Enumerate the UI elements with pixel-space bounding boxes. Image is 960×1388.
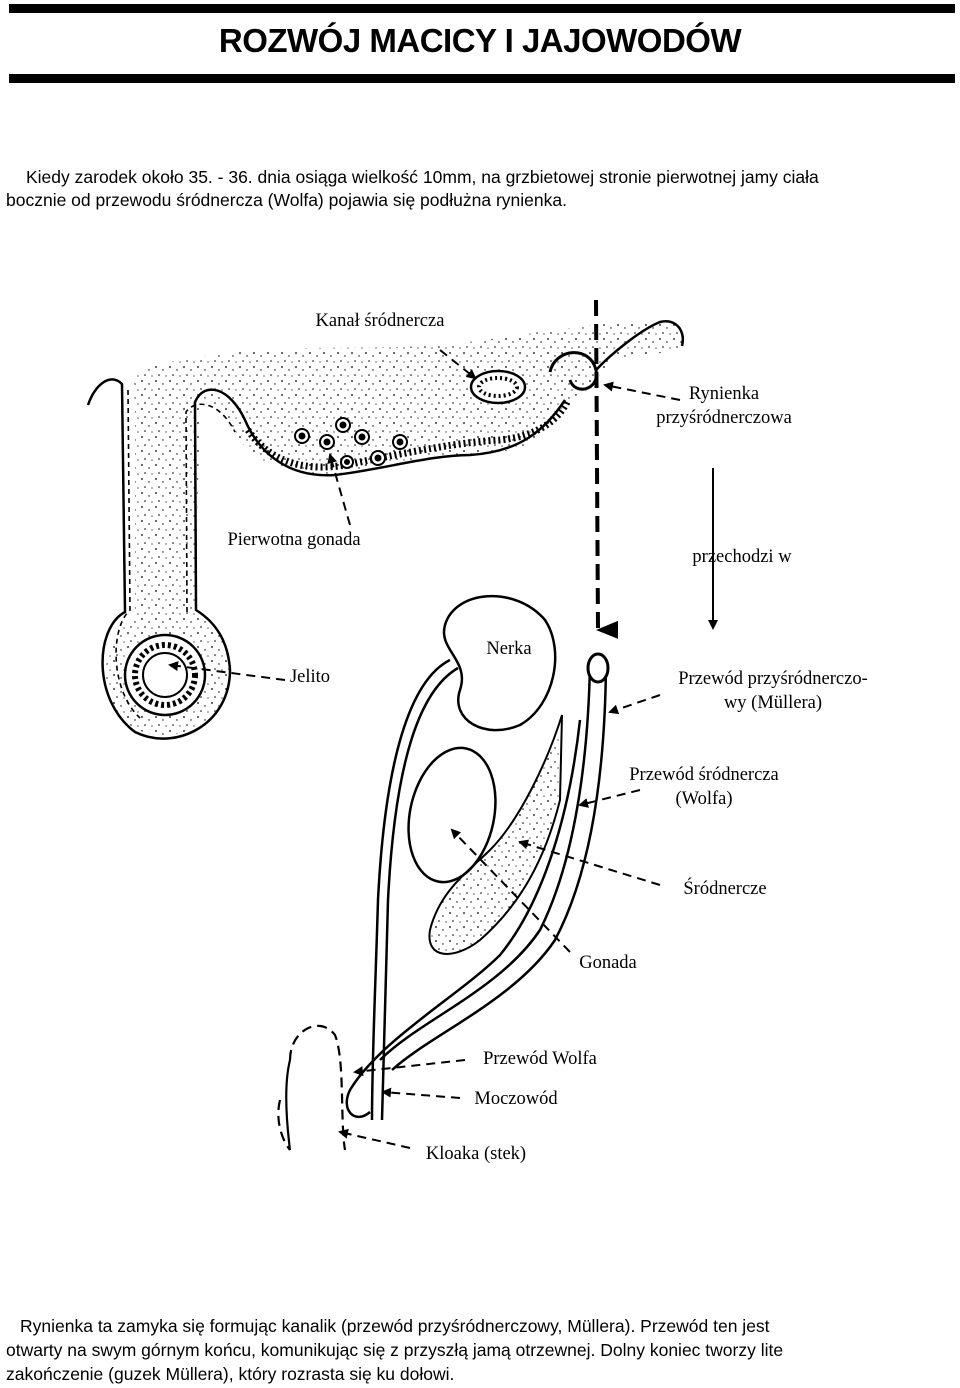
- gonad-shape: [407, 746, 497, 884]
- process-arrows: [594, 299, 718, 639]
- label-mullera-1: Przewód przyśródnerczo-: [678, 669, 868, 689]
- mesonephros-shape: [428, 714, 563, 955]
- leader-lines: [168, 349, 681, 1149]
- arrow-moczowod: [381, 1087, 461, 1099]
- top-rule: [9, 4, 955, 13]
- kidney-shape: [442, 595, 557, 732]
- arrow-kanal: [439, 349, 477, 380]
- arrow-mullera: [608, 694, 661, 715]
- page-title: ROZWÓJ MACICY I JAJOWODÓW: [218, 22, 742, 59]
- mullerian-opening: [586, 652, 610, 684]
- label-rynienka-1: Rynienka: [689, 384, 759, 404]
- coelomic-epithelium: [245, 398, 572, 471]
- arrow-przewod-wolfa: [353, 1059, 466, 1077]
- mesentery-outline: [86, 378, 567, 740]
- label-moczowod: Moczowód: [474, 1089, 558, 1109]
- arrow-kloaka: [338, 1128, 411, 1149]
- bottom-rule: [9, 74, 955, 83]
- arrow-rynienka: [603, 381, 681, 401]
- intro-paragraph: Kiedy zarodek około 35. - 36. dnia osiąg…: [6, 166, 954, 212]
- label-jelito: Jelito: [290, 667, 330, 687]
- outro-line-1: Rynienka ta zamyka się formując kanalik …: [20, 1316, 770, 1336]
- label-wolfa-1: Przewód śródnercza: [629, 765, 778, 785]
- right-body-wall: [595, 319, 685, 371]
- arrow-wolfa: [578, 789, 641, 808]
- arrow-jelito: [168, 661, 286, 681]
- gut-tube: [123, 633, 207, 717]
- label-przechodzi: przechodzi w: [692, 547, 792, 567]
- outro-paragraph: Rynienka ta zamyka się formując kanalik …: [6, 1314, 954, 1386]
- mesonephric-duct-section: [469, 369, 527, 405]
- label-nerka: Nerka: [486, 639, 531, 659]
- mullerian-duct-line: [379, 664, 592, 1061]
- label-pierwotna-gonada: Pierwotna gonada: [227, 530, 360, 550]
- outro-line-2: otwarty na swym górnym końcu, komunikują…: [6, 1340, 784, 1360]
- label-mullera-2: wy (Müllera): [724, 693, 822, 713]
- intro-line-2: bocznie od przewodu śródnercza (Wolfa) p…: [6, 190, 567, 210]
- mullerian-duct-line-2: [391, 664, 608, 1071]
- label-wolfa-2: (Wolfa): [675, 789, 732, 809]
- cloaca-shape: [277, 1024, 347, 1151]
- germ-cells: [294, 417, 408, 469]
- big-dashed-arrow: [594, 299, 619, 639]
- ureter-line: [370, 658, 451, 1121]
- ureter-line-2: [380, 666, 459, 1121]
- label-kloaka: Kloaka (stek): [426, 1144, 526, 1164]
- label-srodnercze: Śródnercze: [683, 877, 766, 899]
- intro-line-1: Kiedy zarodek około 35. - 36. dnia osiąg…: [26, 167, 819, 187]
- label-rynienka-2: przyśródnerczowa: [656, 408, 792, 428]
- label-przewod-wolfa: Przewód Wolfa: [483, 1049, 597, 1069]
- cloaca-outline: [285, 1059, 292, 1151]
- arrow-gonada-pierwotna: [327, 453, 351, 526]
- label-gonada: Gonada: [579, 953, 637, 973]
- outro-line-3: zakończenie (guzek Müllera), który rozra…: [6, 1364, 455, 1384]
- mesenchyme-tissue: [105, 321, 683, 736]
- label-kanal: Kanał śródnercza: [316, 311, 445, 331]
- wolffian-duct-line: [345, 719, 582, 1119]
- mesentery-inner-outline: [115, 389, 236, 719]
- arrow-srodnercze: [518, 839, 661, 886]
- urogenital-ridge: [277, 595, 610, 1151]
- arrow-gonada: [450, 828, 571, 953]
